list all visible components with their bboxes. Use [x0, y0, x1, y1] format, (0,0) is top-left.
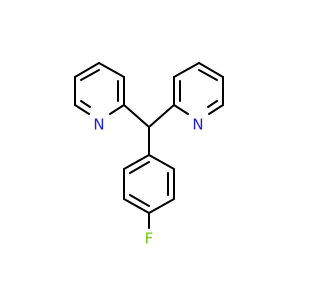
fluorophenyl-ring [123, 154, 175, 229]
bond [74, 104, 90, 115]
bond [123, 198, 150, 214]
nitrogen-right-label: N [192, 116, 203, 134]
bond [173, 104, 189, 115]
bond [109, 104, 125, 115]
molecule-canvas: N N F [74, 62, 224, 248]
bond [129, 194, 150, 207]
bond [123, 154, 150, 170]
bond [74, 62, 100, 78]
bond [123, 104, 150, 128]
nitrogen-left-label: N [93, 116, 104, 134]
left-pyridine-ring [74, 62, 125, 115]
central-bonds [123, 104, 175, 156]
bond [198, 62, 224, 78]
right-pyridine-ring [173, 62, 224, 115]
bond [129, 161, 150, 174]
bond [198, 69, 218, 81]
structure-diagram: N N F [74, 62, 224, 248]
bond [173, 62, 200, 78]
fluorine-label: F [145, 230, 154, 248]
bond [98, 62, 125, 78]
bond [80, 100, 91, 108]
bond [148, 104, 175, 128]
bond [207, 100, 218, 108]
bond [148, 198, 175, 214]
bond [148, 154, 175, 170]
bond [208, 104, 224, 115]
bond [80, 69, 100, 81]
